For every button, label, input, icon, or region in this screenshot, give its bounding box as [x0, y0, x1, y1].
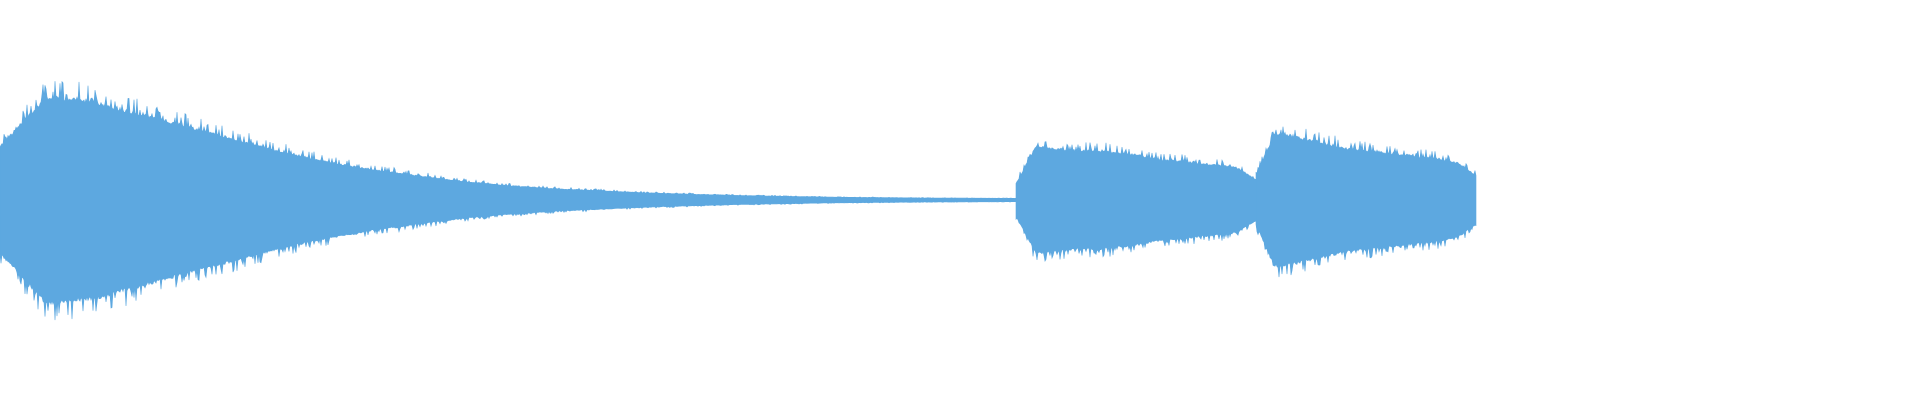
waveform-clip-decaying-tone[interactable] — [0, 80, 1017, 321]
waveform-clip-final-tone[interactable] — [1255, 126, 1477, 278]
waveform-clip-sustained-tone[interactable] — [1015, 141, 1257, 262]
